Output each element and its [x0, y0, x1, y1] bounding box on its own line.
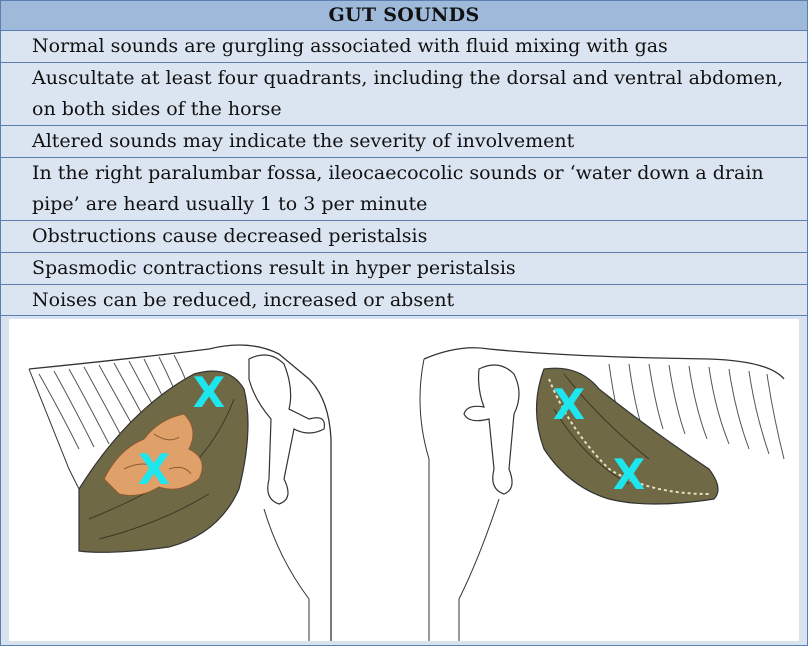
auscultation-marker: X — [193, 368, 225, 417]
ribs-left — [38, 354, 190, 450]
auscultation-marker: X — [613, 450, 645, 499]
auscultation-marker: X — [138, 445, 170, 494]
table-row: Spasmodic contractions result in hyper p… — [1, 253, 807, 285]
auscultation-illustration: X X — [9, 319, 799, 641]
table-row: Auscultate at least four quadrants, incl… — [1, 63, 807, 126]
table-row: Normal sounds are gurgling associated wi… — [1, 31, 807, 63]
table-row: Altered sounds may indicate the severity… — [1, 126, 807, 158]
right-side-view: X X — [419, 347, 785, 641]
table-row: Obstructions cause decreased peristalsis — [1, 221, 807, 253]
table-title: GUT SOUNDS — [1, 1, 807, 31]
left-side-view: X X — [28, 344, 332, 641]
table-row: In the right paralumbar fossa, ileocaeco… — [1, 158, 807, 221]
horse-abdomen-diagrams: X X — [28, 344, 785, 641]
table-row: Noises can be reduced, increased or abse… — [1, 285, 807, 316]
ribs-right — [608, 363, 785, 460]
auscultation-marker: X — [553, 380, 585, 429]
